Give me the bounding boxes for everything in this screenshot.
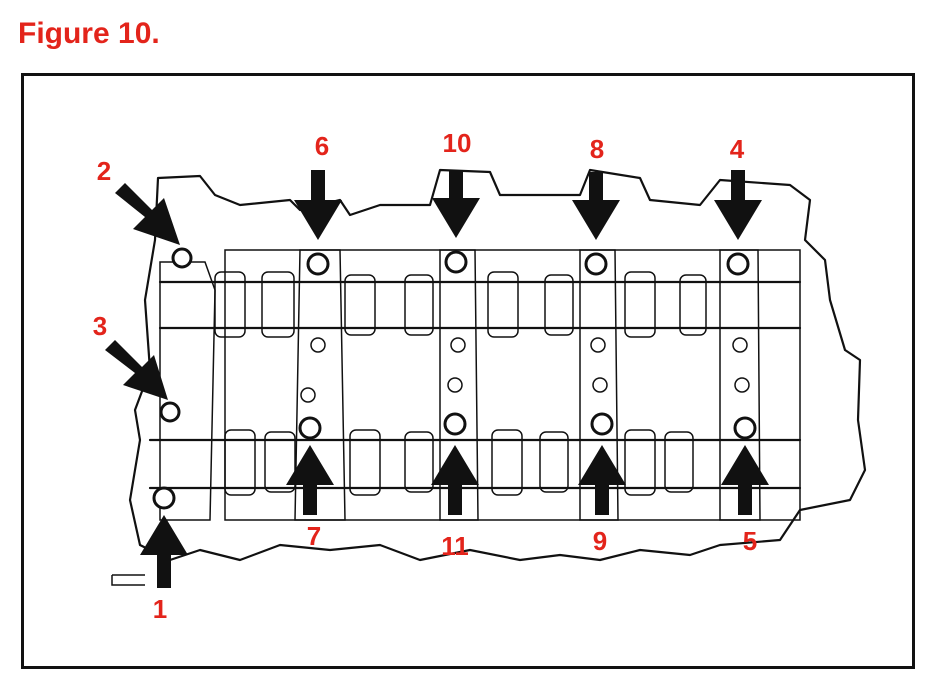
bolt-1 bbox=[152, 486, 176, 510]
lower-camshaft bbox=[148, 429, 802, 496]
callout-label-5: 5 bbox=[743, 526, 757, 556]
arrow-9 bbox=[578, 445, 626, 515]
bolt-3 bbox=[159, 401, 181, 423]
callout-label-8: 8 bbox=[590, 134, 604, 164]
arrow-6 bbox=[294, 170, 342, 240]
callout-label-2: 2 bbox=[97, 156, 111, 186]
callout-labels: 1 2 3 4 5 6 7 8 9 10 11 bbox=[93, 128, 757, 624]
bolt-6 bbox=[306, 252, 330, 276]
arrow-10 bbox=[432, 170, 480, 238]
callout-label-7: 7 bbox=[307, 521, 321, 551]
arrow-2 bbox=[115, 183, 180, 245]
bolt-8 bbox=[584, 252, 608, 276]
bolt-5 bbox=[733, 416, 757, 440]
arrow-7 bbox=[286, 445, 334, 515]
arrow-5 bbox=[721, 445, 769, 515]
callout-label-1: 1 bbox=[153, 594, 167, 624]
arrow-3 bbox=[105, 340, 168, 400]
arrow-4 bbox=[714, 170, 762, 240]
arrow-8 bbox=[572, 172, 620, 240]
callout-label-11: 11 bbox=[441, 531, 469, 561]
figure-frame bbox=[21, 73, 915, 669]
bolts bbox=[152, 247, 757, 510]
arrow-11 bbox=[431, 445, 479, 515]
bearing-caps bbox=[294, 249, 761, 521]
callout-label-10: 10 bbox=[443, 128, 472, 158]
bolt-10 bbox=[444, 250, 468, 274]
callout-label-9: 9 bbox=[593, 526, 607, 556]
callout-label-3: 3 bbox=[93, 311, 107, 341]
bolt-9 bbox=[590, 412, 614, 436]
upper-camshaft bbox=[158, 271, 802, 338]
callout-label-6: 6 bbox=[315, 131, 329, 161]
arrows bbox=[105, 170, 769, 588]
bolt-7 bbox=[298, 416, 322, 440]
bolt-2 bbox=[171, 247, 193, 269]
bolt-11 bbox=[443, 412, 467, 436]
bolt-4 bbox=[726, 252, 750, 276]
callout-label-4: 4 bbox=[730, 134, 745, 164]
housing-outline bbox=[111, 168, 867, 586]
arrow-1 bbox=[140, 515, 188, 588]
figure-title: Figure 10. bbox=[18, 17, 160, 50]
